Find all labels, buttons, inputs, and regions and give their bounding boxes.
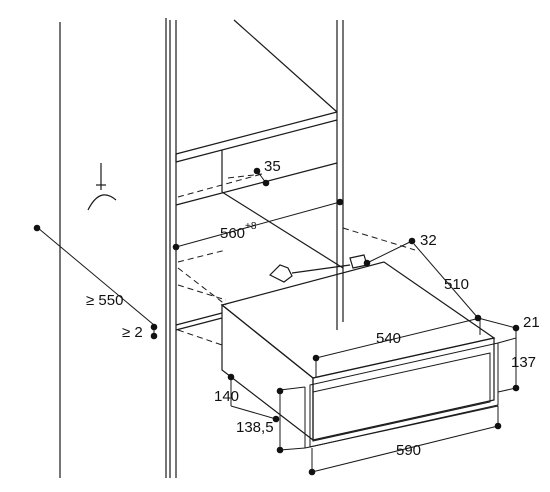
dim-550-label: ≥ 550 bbox=[86, 292, 123, 309]
dim-510-label: 510 bbox=[444, 276, 469, 293]
dimension-labels: 35 560 +8 32 ≥ 550 ≥ 2 510 21 540 137 14… bbox=[86, 158, 540, 459]
dimension-lines bbox=[37, 171, 517, 473]
dim-21-label: 21 bbox=[523, 314, 540, 331]
dim-540-label: 540 bbox=[376, 330, 401, 347]
power-plug-icon bbox=[268, 254, 368, 283]
dim-2-label: ≥ 2 bbox=[122, 324, 143, 341]
dimension-dots bbox=[33, 167, 520, 476]
dim-590-label: 590 bbox=[396, 442, 421, 459]
dim-140-label: 140 bbox=[214, 388, 239, 405]
cabinet-niche bbox=[169, 19, 344, 478]
dim-560-tolerance: +8 bbox=[245, 221, 257, 232]
dim-137-label: 137 bbox=[511, 354, 536, 371]
dim-35-label: 35 bbox=[264, 158, 281, 175]
dim-138-5-label: 138,5 bbox=[236, 419, 274, 436]
dim-32-label: 32 bbox=[420, 232, 437, 249]
hidden-lines bbox=[177, 173, 416, 346]
dim-560-label: 560 bbox=[220, 225, 245, 242]
mounting-bracket-icon bbox=[87, 163, 117, 211]
left-wall bbox=[59, 18, 167, 478]
warming-drawer bbox=[220, 261, 499, 449]
